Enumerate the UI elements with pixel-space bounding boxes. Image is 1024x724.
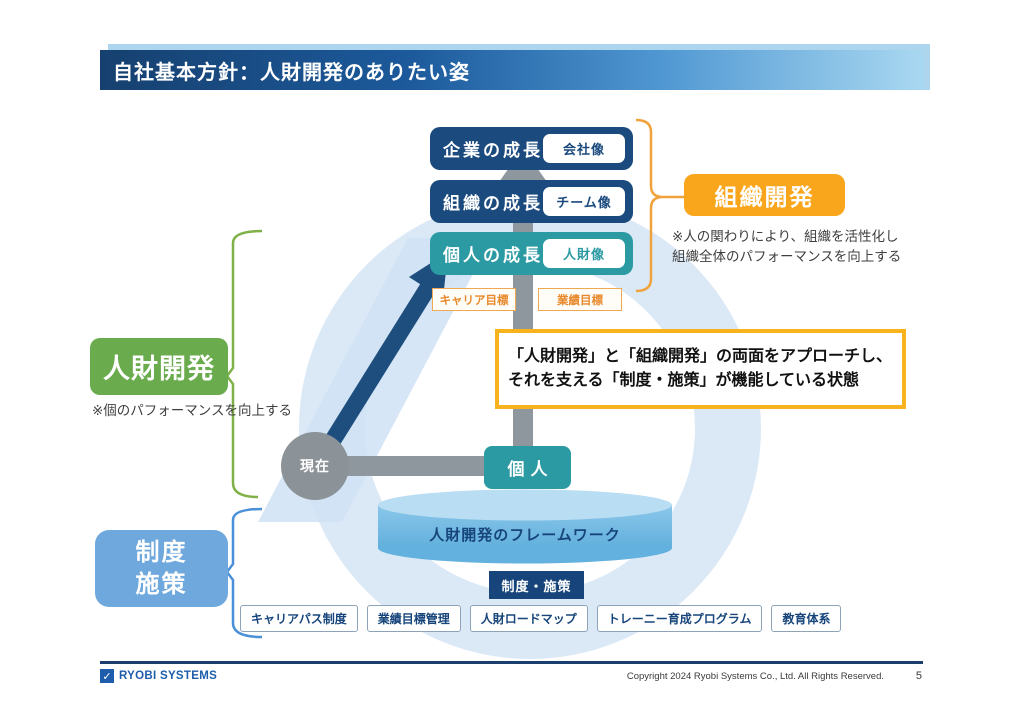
career-goal-label: キャリア目標 bbox=[439, 294, 509, 307]
growth-row-individual: 個人の成長 人財像 bbox=[430, 232, 633, 275]
org-dev-note-line2: 組織全体のパフォーマンスを向上する bbox=[672, 248, 902, 264]
org-dev-label: 組織開発 bbox=[714, 184, 815, 210]
org-dev-note: ※人の関わりにより、組織を活性化し 組織全体のパフォーマンスを向上する bbox=[672, 227, 972, 266]
growth-row-company: 企業の成長 会社像 bbox=[430, 127, 633, 170]
key-message-line2: それを支える「制度・施策」が機能している状態 bbox=[508, 372, 860, 389]
growth-arrow-shaft bbox=[310, 281, 437, 469]
key-message-line1: 「人財開発」と「組織開発」の両面をアプローチし、 bbox=[508, 348, 893, 365]
growth-label: 組織の成長 bbox=[443, 194, 543, 213]
hr-dev-note: ※個のパフォーマンスを向上する bbox=[92, 403, 293, 418]
growth-row-organization: 組織の成長 チーム像 bbox=[430, 180, 633, 223]
framework-cylinder-label: 人財開発のフレームワーク bbox=[429, 527, 621, 544]
org-dev-note-line1: ※人の関わりにより、組織を活性化し bbox=[672, 229, 899, 244]
program-education: 教育体系 bbox=[771, 605, 842, 632]
copyright-text: Copyright 2024 Ryobi Systems Co., Ltd. A… bbox=[626, 671, 884, 682]
footer-divider bbox=[100, 661, 923, 664]
policy-group-badge: 制度 施策 bbox=[95, 530, 228, 607]
hr-dev-bracket bbox=[225, 229, 263, 499]
current-node: 現在 bbox=[281, 432, 349, 500]
ryobi-logo-icon: ✓ bbox=[100, 669, 114, 683]
performance-goal-label: 業績目標 bbox=[557, 294, 603, 307]
policy-tag-label: 制度・施策 bbox=[501, 578, 572, 594]
career-goal-box: キャリア目標 bbox=[432, 288, 516, 311]
growth-label: 個人の成長 bbox=[443, 246, 543, 265]
program-trainee: トレーニー育成プログラム bbox=[596, 605, 763, 632]
page-title: 自社基本方針：人財開発のありたい姿 bbox=[113, 61, 470, 84]
growth-tag: チーム像 bbox=[543, 187, 625, 216]
program-performance-mgmt: 業績目標管理 bbox=[366, 605, 461, 632]
program-hr-roadmap: 人財ロードマップ bbox=[469, 605, 588, 632]
growth-tag: 人財像 bbox=[543, 239, 625, 268]
policy-group-line2: 施策 bbox=[135, 570, 188, 598]
current-node-label: 現在 bbox=[300, 458, 330, 474]
program-row: キャリアパス制度 業績目標管理 人財ロードマップ トレーニー育成プログラム 教育… bbox=[240, 605, 842, 632]
individual-node: 個人 bbox=[484, 446, 571, 489]
page-number: 5 bbox=[915, 670, 922, 682]
policy-group-line1: 制度 bbox=[135, 539, 188, 567]
key-message-box: 「人財開発」と「組織開発」の両面をアプローチし、 それを支える「制度・施策」が機… bbox=[495, 329, 906, 409]
individual-node-label: 個人 bbox=[507, 460, 554, 479]
growth-label: 企業の成長 bbox=[443, 141, 543, 160]
current-to-individual-bar bbox=[315, 456, 523, 476]
ryobi-logo-text: RYOBI SYSTEMS bbox=[119, 670, 218, 682]
hr-dev-label: 人財開発 bbox=[103, 354, 215, 384]
title-bar: 自社基本方針：人財開発のありたい姿 bbox=[100, 50, 923, 90]
policy-tag: 制度・施策 bbox=[489, 571, 584, 599]
org-dev-badge: 組織開発 bbox=[684, 174, 845, 216]
footer-logo: ✓ RYOBI SYSTEMS bbox=[100, 669, 217, 683]
cylinder-top bbox=[378, 489, 672, 521]
program-career-path: キャリアパス制度 bbox=[240, 605, 358, 632]
hr-dev-badge: 人財開発 bbox=[90, 338, 228, 395]
performance-goal-box: 業績目標 bbox=[538, 288, 622, 311]
growth-tag: 会社像 bbox=[543, 134, 625, 163]
